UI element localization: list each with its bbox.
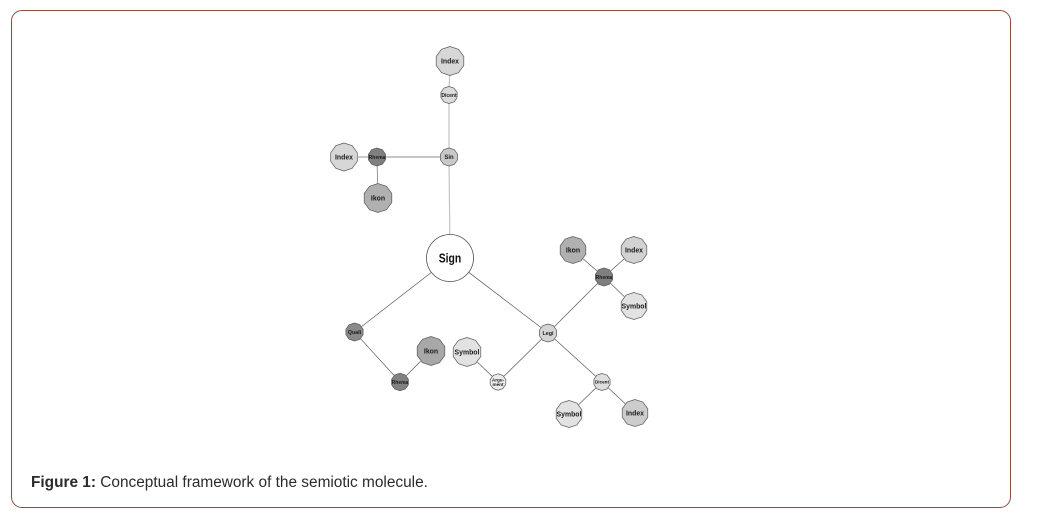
svg-text:Rhema: Rhema: [596, 275, 613, 281]
svg-text:Quali: Quali: [348, 330, 362, 336]
svg-text:Sign: Sign: [439, 251, 462, 266]
svg-text:Dicent: Dicent: [441, 93, 457, 99]
svg-text:Index: Index: [335, 155, 353, 162]
svg-text:Ikon: Ikon: [424, 349, 438, 356]
svg-text:Sin: Sin: [444, 155, 454, 161]
svg-text:Dicent: Dicent: [595, 380, 610, 385]
svg-text:Index: Index: [625, 248, 643, 255]
svg-text:Argu-: Argu-: [492, 377, 505, 382]
svg-text:Symbol: Symbol: [622, 304, 647, 311]
svg-text:Ikon: Ikon: [371, 196, 385, 203]
svg-text:Rhema: Rhema: [369, 155, 386, 161]
svg-text:ment: ment: [493, 382, 504, 387]
svg-text:Index: Index: [441, 59, 459, 66]
svg-text:Legi: Legi: [542, 331, 554, 337]
svg-text:Ikon: Ikon: [566, 248, 580, 255]
svg-text:Symbol: Symbol: [455, 350, 480, 357]
svg-text:Rhema: Rhema: [392, 380, 409, 386]
svg-text:Symbol: Symbol: [557, 412, 582, 419]
svg-text:Index: Index: [626, 411, 644, 418]
